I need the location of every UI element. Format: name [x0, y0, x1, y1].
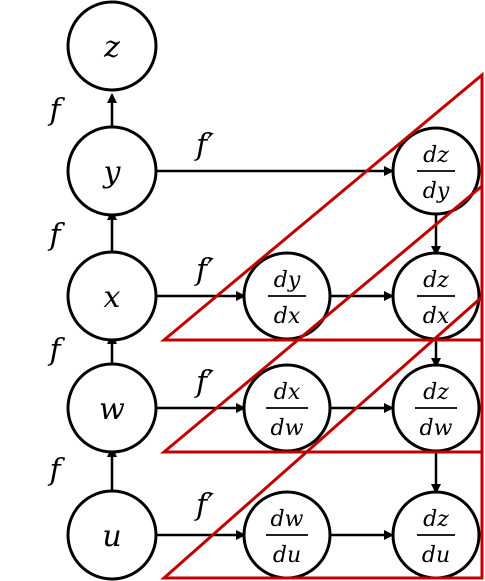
frac-num: dz [423, 507, 449, 532]
derivative-label-3: f′ [194, 365, 214, 400]
node-u: u [66, 489, 158, 581]
frac-num: dw [271, 507, 304, 532]
frac-den: dy [423, 179, 450, 204]
node-w: w [66, 362, 158, 454]
local-derivative-dydx: dy dx [242, 251, 332, 341]
accumulated-derivative-dzdu: dz du [391, 490, 481, 580]
node-y-label: y [102, 155, 122, 190]
local-derivative-dwdu: dw du [242, 490, 332, 580]
node-z-label: z [103, 30, 120, 65]
function-label-3: f [47, 333, 65, 368]
frac-den: dw [420, 416, 453, 441]
node-x-label: x [104, 280, 121, 315]
derivative-label-1: f′ [194, 128, 214, 163]
node-z: z [66, 0, 158, 92]
local-derivative-dxdw: dx dw [242, 363, 332, 453]
node-x: x [66, 250, 158, 342]
accumulated-derivative-dzdw: dz dw [391, 363, 481, 453]
node-w-label: w [99, 392, 125, 427]
function-label-1: f [47, 93, 65, 128]
node-u-label: u [102, 519, 121, 554]
accumulated-derivative-dzdy: dz dy [391, 126, 481, 216]
accumulated-derivative-dzdx: dz dx [391, 251, 481, 341]
frac-den: dx [423, 304, 450, 329]
frac-den: dx [274, 304, 301, 329]
frac-num: dy [274, 268, 301, 293]
frac-num: dz [423, 380, 449, 405]
frac-num: dz [423, 268, 449, 293]
frac-den: du [422, 543, 450, 568]
function-label-2: f [47, 218, 65, 253]
node-y: y [66, 125, 158, 217]
derivative-label-2: f′ [194, 253, 214, 288]
derivative-label-4: f′ [194, 488, 214, 523]
triangle-dzdu [160, 293, 484, 580]
frac-num: dz [423, 143, 449, 168]
frac-num: dx [274, 380, 301, 405]
frac-den: dw [271, 416, 304, 441]
function-label-4: f [47, 453, 65, 488]
frac-den: du [273, 543, 301, 568]
